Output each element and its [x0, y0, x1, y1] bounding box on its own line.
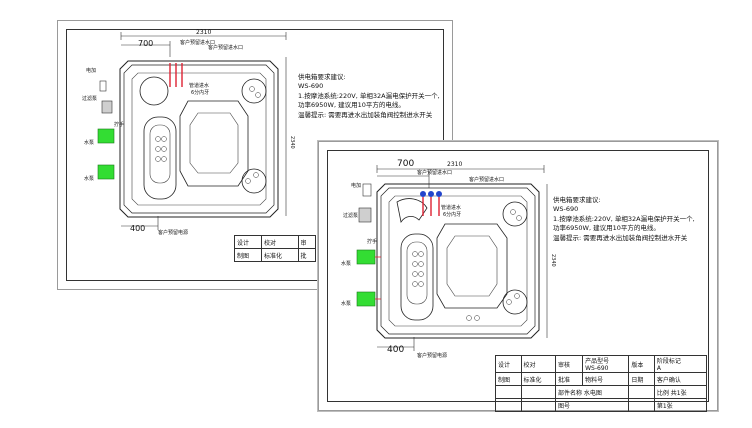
- tb-blank-6: [628, 398, 655, 412]
- dim-overall-width: 2310: [447, 161, 463, 168]
- drawing-sheet-front: 2310 700 400 2340 客户预留进水口 客户预留进水口 客户预留电源…: [318, 141, 718, 412]
- tb-blank-1: [495, 385, 522, 399]
- tb-standard: 标准化: [520, 372, 556, 386]
- tb-sheet-no: 第1张: [653, 398, 708, 412]
- tb-date: 日期: [628, 372, 655, 386]
- label-customer-inlet-2: 客户预留进水口: [469, 177, 505, 183]
- label-water-pump: 水泵: [84, 140, 95, 146]
- notes-line1: 1.按摩池系统:220V, 单相32A漏电保护开关一个,功率6950W, 建议用…: [298, 91, 440, 110]
- label-filter-pump: 过滤泵: [82, 96, 98, 102]
- power-notes: 供电箱要求建议: WS-690 1.按摩池系统:220V, 单相32A漏电保护开…: [298, 73, 440, 120]
- hot-tub-plan: [97, 32, 287, 230]
- notes-line1: 1.按摩池系统:220V, 单相32A漏电保护开关一个,功率6950W, 建议用…: [553, 214, 695, 233]
- label-customer-inlet-2: 客户预留进水口: [208, 45, 244, 51]
- tb-design: 设计: [495, 355, 522, 373]
- notes-line2: 温馨提示: 需要再进水出加装角阀控制进水开关: [298, 110, 433, 119]
- notes-title: 供电箱要求建议:: [553, 196, 601, 204]
- dim-bottom-offset: 400: [387, 345, 405, 355]
- label-handrail: 拧手: [367, 239, 378, 245]
- notes-title: 供电箱要求建议:: [298, 73, 346, 81]
- label-customer-inlet: 客户预留进水口: [180, 40, 216, 46]
- label-water-pump: 水泵: [341, 261, 352, 267]
- label-pipe-thread: 6分内牙: [191, 90, 210, 96]
- label-pipe-inlet: 管道进水: [441, 205, 462, 211]
- power-notes: 供电箱要求建议: WS-690 1.按摩池系统:220V, 单相32A漏电保护开…: [553, 196, 699, 243]
- label-water-pump-2: 水泵: [341, 301, 352, 307]
- label-heater: 电加: [351, 183, 362, 189]
- tb-check: 校对: [261, 235, 299, 249]
- tb-check: 校对: [520, 355, 556, 373]
- dim-side-height: 2340: [550, 254, 556, 267]
- tb-blank-2: [520, 385, 556, 399]
- tb-design: 设计: [234, 235, 262, 249]
- label-customer-power: 客户预留电源: [158, 230, 189, 236]
- dim-overall-width: 2310: [196, 29, 212, 36]
- tb-scale: 比例 共1张: [653, 385, 708, 399]
- label-heater: 电加: [86, 68, 97, 74]
- tb-blank-5: [520, 398, 556, 412]
- label-handrail: 拧手: [114, 122, 125, 128]
- label-customer-power: 客户预留电源: [417, 353, 448, 359]
- notes-model: WS-690: [553, 205, 579, 214]
- dim-left-offset: 700: [397, 159, 415, 169]
- tb-blank-3: [628, 385, 655, 399]
- label-filter-pump: 过滤泵: [343, 213, 359, 219]
- dim-left-offset: 700: [138, 39, 154, 48]
- hot-tub-plan: [356, 165, 548, 351]
- label-water-pump-2: 水泵: [84, 176, 95, 182]
- dim-side-height: 2340: [289, 136, 295, 149]
- tb-material-no: 物料号: [582, 372, 630, 386]
- tb-part-name: 部件名称 水电图: [554, 385, 630, 399]
- label-pipe-inlet: 管道进水: [189, 83, 210, 89]
- tb-review: 审: [297, 235, 317, 249]
- tb-drawing-no: 图号: [554, 398, 630, 412]
- label-customer-inlet: 客户预留进水口: [417, 170, 453, 176]
- tb-drawing: 制图: [234, 248, 262, 262]
- notes-line2: 温馨提示: 需要再进水出加装角阀控制进水开关: [553, 233, 688, 242]
- tb-drawing: 制图: [495, 372, 522, 386]
- tb-approve: 批准: [554, 372, 584, 386]
- tb-review: 审核: [554, 355, 584, 373]
- notes-model: WS-690: [298, 82, 324, 91]
- tb-blank-4: [495, 398, 522, 412]
- tb-customer-confirm: 客户确认: [653, 372, 708, 386]
- label-pipe-thread: 6分内牙: [443, 212, 462, 218]
- title-block-back: 设计 校对 审 制图 标准化 批: [234, 235, 317, 262]
- tb-version: 版本: [628, 355, 655, 373]
- dim-bottom-offset: 400: [130, 224, 146, 233]
- tb-approve: 批: [297, 248, 317, 262]
- tb-standard: 标准化: [261, 248, 299, 262]
